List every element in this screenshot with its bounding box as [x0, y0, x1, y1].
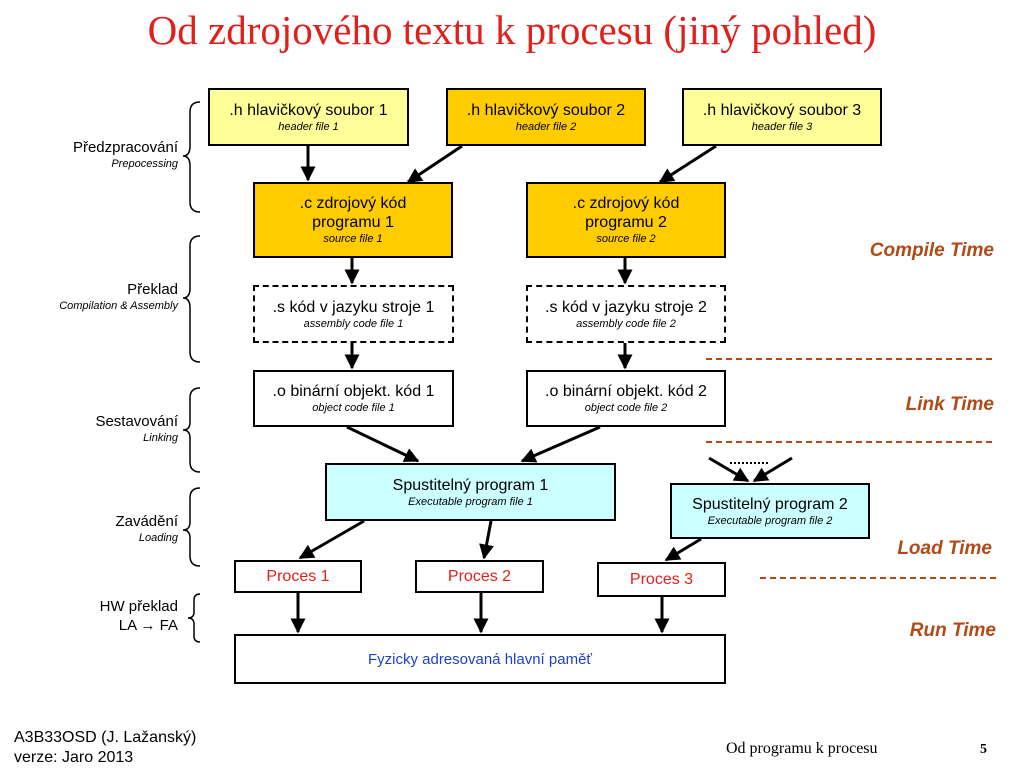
object-file-1: .o binární objekt. kód 1 object code fil… — [253, 370, 454, 427]
footer-topic: Od programu k procesu — [726, 740, 878, 757]
stage-hw-sub: LA → FA — [118, 617, 178, 634]
executable-2: Spustitelný program 2 Executable program… — [670, 483, 870, 539]
executable-1: Spustitelný program 1 Executable program… — [325, 463, 616, 521]
assembly-file-2-sub: assembly code file 2 — [576, 317, 676, 330]
header-file-2-sub: header file 2 — [515, 120, 577, 133]
stage-preprocessing-label: Předzpracování — [72, 139, 178, 156]
arrow-o2-exe1 — [520, 425, 601, 463]
object-file-2-sub: object code file 2 — [584, 402, 668, 414]
arrow-in-exe2-left — [708, 456, 750, 483]
assembly-file-2: .s kód v jazyku stroje 2 assembly code f… — [526, 285, 726, 343]
header-file-1: .h hlavičkový soubor 1 header file 1 — [208, 88, 409, 146]
brace-preprocessing — [182, 101, 201, 213]
run-time-label: Run Time — [909, 620, 996, 641]
arrow-o1-exe1 — [346, 425, 420, 463]
executable-1-label: Spustitelný program 1 — [392, 476, 549, 494]
source-file-1-line2: programu 1 — [312, 214, 394, 231]
source-file-2-sub: source file 2 — [596, 233, 656, 245]
link-time-label: Link Time — [905, 394, 994, 415]
header-file-2-label: .h hlavičkový soubor 2 — [466, 101, 626, 119]
stage-hw-label: HW překlad — [99, 598, 178, 615]
arrow-exe2-p3 — [664, 537, 702, 562]
arrow-h2-c1 — [406, 144, 463, 184]
page-number: 5 — [980, 742, 987, 757]
stage-hw: HW překlad LA → FA — [0, 597, 178, 635]
object-file-1-sub: object code file 1 — [312, 402, 395, 414]
header-file-1-sub: header file 1 — [278, 120, 339, 133]
stage-linking-label: Sestavování — [95, 413, 178, 430]
physical-memory-label: Fyzicky adresovaná hlavní paměť — [367, 650, 593, 668]
assembly-file-1-label: .s kód v jazyku stroje 1 — [272, 298, 435, 316]
stage-linking: Sestavování Linking — [0, 412, 178, 445]
assembly-file-2-label: .s kód v jazyku stroje 2 — [545, 298, 707, 316]
assembly-file-1-sub: assembly code file 1 — [303, 317, 404, 330]
process-2: Proces 2 — [415, 560, 544, 593]
header-file-1-label: .h hlavičkový soubor 1 — [229, 101, 388, 119]
brace-linking — [182, 387, 201, 473]
arrow-in-exe2-right — [752, 456, 793, 483]
object-file-2-label: .o binární objekt. kód 2 — [545, 383, 707, 400]
arrow-exe1-p2 — [479, 520, 494, 560]
executable-2-label: Spustitelný program 2 — [692, 495, 848, 513]
executable-2-sub: Executable program file 2 — [707, 514, 833, 527]
header-file-3: .h hlavičkový soubor 3 header file 3 — [682, 88, 882, 146]
assembly-file-1: .s kód v jazyku stroje 1 assembly code f… — [253, 285, 454, 343]
stage-translation-label: Překlad — [127, 281, 178, 298]
header-file-3-label: .h hlavičkový soubor 3 — [702, 101, 862, 119]
stage-translation: Překlad Compilation & Assembly — [0, 280, 178, 313]
source-file-2: .c zdrojový kód programu 2 source file 2 — [526, 182, 726, 258]
process-3-label: Proces 3 — [629, 571, 694, 588]
brace-translation — [182, 235, 201, 363]
source-file-2-line2: programu 2 — [585, 214, 667, 231]
load-time-label: Load Time — [897, 538, 992, 559]
footer-course: A3B33OSD (J. Lažanský) verze: Jaro 2013 — [14, 728, 196, 768]
footer-course-name: A3B33OSD (J. Lažanský) — [14, 729, 197, 746]
stage-translation-sub: Compilation & Assembly — [59, 300, 178, 312]
header-file-2: .h hlavičkový soubor 2 header file 2 — [446, 88, 646, 146]
process-2-label: Proces 2 — [447, 568, 512, 585]
stage-preprocessing: Předzpracování Prepocessing — [0, 138, 178, 171]
object-file-1-label: .o binární objekt. kód 1 — [272, 383, 435, 400]
compile-time-label: Compile Time — [869, 240, 994, 261]
source-file-1-sub: source file 1 — [323, 233, 383, 245]
process-1-label: Proces 1 — [266, 568, 330, 585]
stage-loading: Zavádění Loading — [0, 512, 178, 545]
source-file-1: .c zdrojový kód programu 1 source file 1 — [253, 182, 453, 258]
brace-hw — [187, 593, 201, 643]
stage-loading-sub: Loading — [138, 532, 178, 544]
brace-loading — [182, 487, 201, 567]
process-3: Proces 3 — [597, 562, 726, 597]
source-file-2-line1: .c zdrojový kód — [572, 195, 680, 212]
source-file-1-line1: .c zdrojový kód — [299, 195, 407, 212]
object-file-2: .o binární objekt. kód 2 object code fil… — [526, 370, 726, 427]
footer-version: verze: Jaro 2013 — [14, 749, 134, 766]
executable-1-sub: Executable program file 1 — [408, 495, 533, 508]
stage-linking-sub: Linking — [143, 432, 178, 444]
header-file-3-sub: header file 3 — [751, 120, 813, 133]
slide-title: Od zdrojového textu k procesu (jiný pohl… — [147, 7, 877, 53]
stage-preprocessing-sub: Prepocessing — [111, 158, 178, 170]
arrow-exe1-p1 — [298, 519, 365, 560]
physical-memory: Fyzicky adresovaná hlavní paměť — [234, 634, 726, 684]
stage-loading-label: Zavádění — [115, 513, 178, 530]
arrow-h3-c2 — [658, 144, 717, 184]
process-1: Proces 1 — [234, 560, 362, 593]
